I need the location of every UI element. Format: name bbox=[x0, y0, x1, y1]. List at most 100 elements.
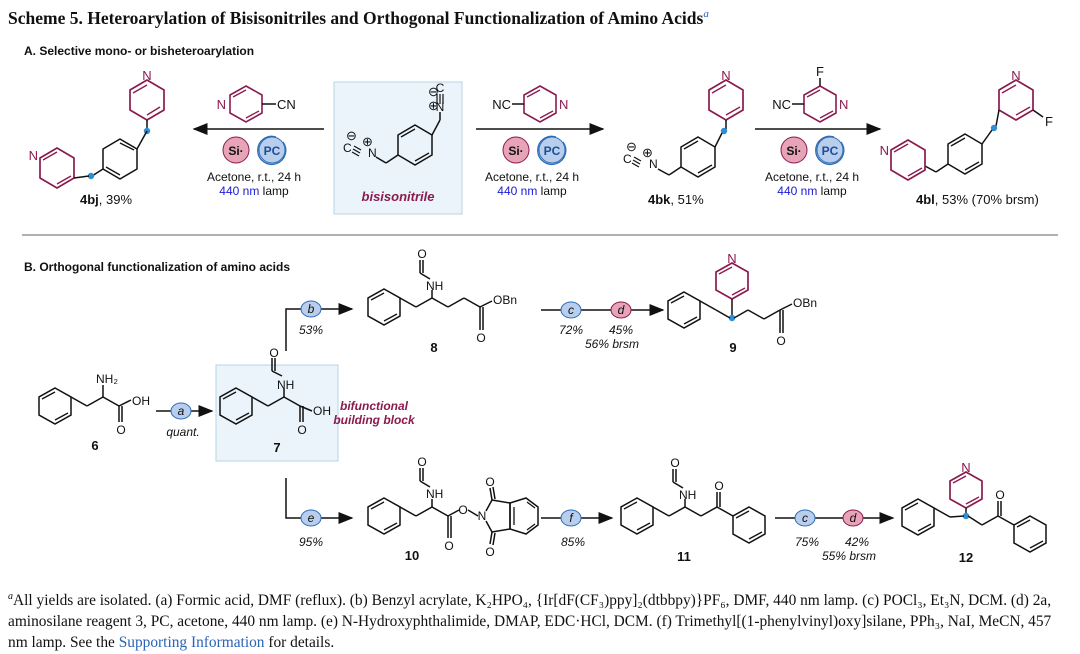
4bl-yield: , 53% (70% brsm) bbox=[935, 192, 1039, 207]
bis-plus-left: ⊕ bbox=[362, 134, 373, 149]
left-reagent-cn: CN bbox=[277, 97, 296, 112]
footnote-text: All yields are isolated. (a) Formic acid… bbox=[8, 592, 1052, 652]
bifunctional-label-line1: bifunctional bbox=[340, 399, 409, 413]
9-id: 9 bbox=[729, 340, 736, 355]
lamp-word-left: lamp bbox=[263, 184, 289, 198]
11-o: O bbox=[714, 479, 723, 493]
4bj-yield: , 39% bbox=[99, 192, 133, 207]
reagent-fluorocyanopyridine bbox=[792, 78, 837, 123]
footnote-mark: a bbox=[8, 591, 13, 602]
si-label-mid: Si· bbox=[508, 144, 523, 158]
8-id: 8 bbox=[430, 340, 437, 355]
4bk-plus: ⊕ bbox=[642, 145, 653, 160]
reagent-cyanopyridine-left bbox=[229, 85, 276, 123]
si-pc-left bbox=[222, 135, 287, 166]
si-pc-mid bbox=[502, 135, 567, 166]
step-f-circle bbox=[560, 509, 582, 527]
6-oh: OH bbox=[132, 394, 150, 408]
4bj-pyridine-n-left: N bbox=[29, 148, 38, 163]
10-nh: NH bbox=[426, 487, 443, 501]
bis-minus-left: ⊖ bbox=[346, 128, 357, 143]
scheme-footnote: aAll yields are isolated. (a) Formic aci… bbox=[8, 586, 1074, 653]
structure-9 bbox=[667, 262, 793, 333]
4bj-id: 4bj bbox=[80, 192, 99, 207]
section-a-heading: A. Selective mono- or bisheteroarylation bbox=[24, 44, 255, 58]
12-id: 12 bbox=[959, 550, 973, 565]
reaction-scheme: N N 4bj, 39% N CN Si· PC Acetone, r.t., … bbox=[22, 64, 1058, 565]
left-reagent-n: N bbox=[217, 97, 226, 112]
4bl-id: 4bl bbox=[916, 192, 935, 207]
conditions-left-line2: 440 nm lamp bbox=[219, 184, 289, 198]
step-d-top-yield: 45% bbox=[609, 323, 633, 337]
conditions-left-line1: Acetone, r.t., 24 h bbox=[207, 170, 301, 184]
8-o: O bbox=[476, 331, 485, 345]
branch-line-bottom bbox=[285, 478, 354, 524]
bis-minus-top: ⊖ bbox=[428, 84, 439, 99]
9-o: O bbox=[776, 334, 785, 348]
mid-reagent-nc: NC bbox=[492, 97, 511, 112]
step-f-yield: 85% bbox=[561, 535, 585, 549]
11-o-top: O bbox=[670, 456, 679, 470]
pc-label-left: PC bbox=[264, 144, 281, 158]
step-c-top-yield: 72% bbox=[559, 323, 583, 337]
si-pc-right bbox=[780, 135, 845, 166]
pc-label-mid: PC bbox=[544, 144, 561, 158]
11-nh: NH bbox=[679, 488, 696, 502]
step-a-label: a bbox=[178, 404, 185, 418]
step-d-bottom-yield: 42% bbox=[845, 535, 869, 549]
si-label-right: Si· bbox=[786, 144, 801, 158]
step-c-bottom-yield: 75% bbox=[795, 535, 819, 549]
step-e-yield: 95% bbox=[299, 535, 323, 549]
scheme-title: Scheme 5. Heteroarylation of Bisisonitri… bbox=[8, 8, 709, 29]
4bl-pyridine-n-top: N bbox=[1011, 68, 1020, 83]
11-id: 11 bbox=[677, 549, 691, 564]
10-n: N bbox=[478, 509, 487, 523]
structure-8 bbox=[367, 260, 493, 330]
10-imide-o1: O bbox=[485, 475, 494, 489]
structure-11 bbox=[620, 469, 766, 544]
6-id: 6 bbox=[91, 438, 98, 453]
structure-bisisonitrile bbox=[351, 94, 444, 166]
4bk-n: N bbox=[649, 157, 658, 171]
si-label-left: Si· bbox=[228, 144, 243, 158]
step-e-circle bbox=[300, 509, 322, 527]
bis-c-top: C bbox=[436, 81, 445, 95]
4bl-pyridine-n-left: N bbox=[880, 143, 889, 158]
4bk-id: 4bk bbox=[648, 192, 671, 207]
structure-4bl bbox=[890, 79, 1044, 181]
8-obn: OBn bbox=[493, 293, 517, 307]
step-d-top-label: d bbox=[618, 303, 625, 317]
branch-line-top bbox=[285, 303, 354, 351]
10-o-top: O bbox=[417, 455, 426, 469]
7-id: 7 bbox=[273, 440, 280, 455]
structure-4bj bbox=[39, 79, 165, 189]
supporting-information-link[interactable]: Supporting Information bbox=[118, 634, 265, 652]
step-a-circle bbox=[170, 402, 192, 420]
7-oh: OH bbox=[313, 404, 331, 418]
lamp-value-mid: 440 nm bbox=[497, 184, 537, 198]
compound-4bl-caption: 4bl, 53% (70% brsm) bbox=[916, 192, 1039, 207]
8-o-top: O bbox=[417, 247, 426, 261]
section-b-heading: B. Orthogonal functionalization of amino… bbox=[24, 260, 291, 274]
bis-plus-top: ⊕ bbox=[428, 98, 439, 113]
conditions-mid-line2: 440 nm lamp bbox=[497, 184, 567, 198]
step-b-label: b bbox=[308, 302, 315, 316]
step-b-circle bbox=[300, 300, 322, 318]
structure-12 bbox=[901, 471, 1047, 553]
lamp-value-right: 440 nm bbox=[777, 184, 817, 198]
6-nh2: NH₂ bbox=[96, 372, 118, 386]
pc-label-right: PC bbox=[822, 144, 839, 158]
step-d-top-circle bbox=[610, 301, 632, 319]
step-c-top-circle bbox=[560, 301, 582, 319]
bis-n-left: N bbox=[368, 146, 377, 160]
10-o: O bbox=[444, 539, 453, 553]
12-pyridine-n: N bbox=[961, 460, 970, 475]
12-o: O bbox=[995, 488, 1004, 502]
scheme-title-text: Scheme 5. Heteroarylation of Bisisonitri… bbox=[8, 8, 704, 28]
7-o: O bbox=[297, 423, 306, 437]
step-d-bottom-brsm: 55% brsm bbox=[822, 549, 876, 563]
4bk-pyridine-n: N bbox=[721, 68, 730, 83]
right-reagent-f: F bbox=[816, 64, 824, 79]
compound-4bj-caption: 4bj, 39% bbox=[80, 192, 132, 207]
step-a-yield: quant. bbox=[166, 425, 199, 439]
